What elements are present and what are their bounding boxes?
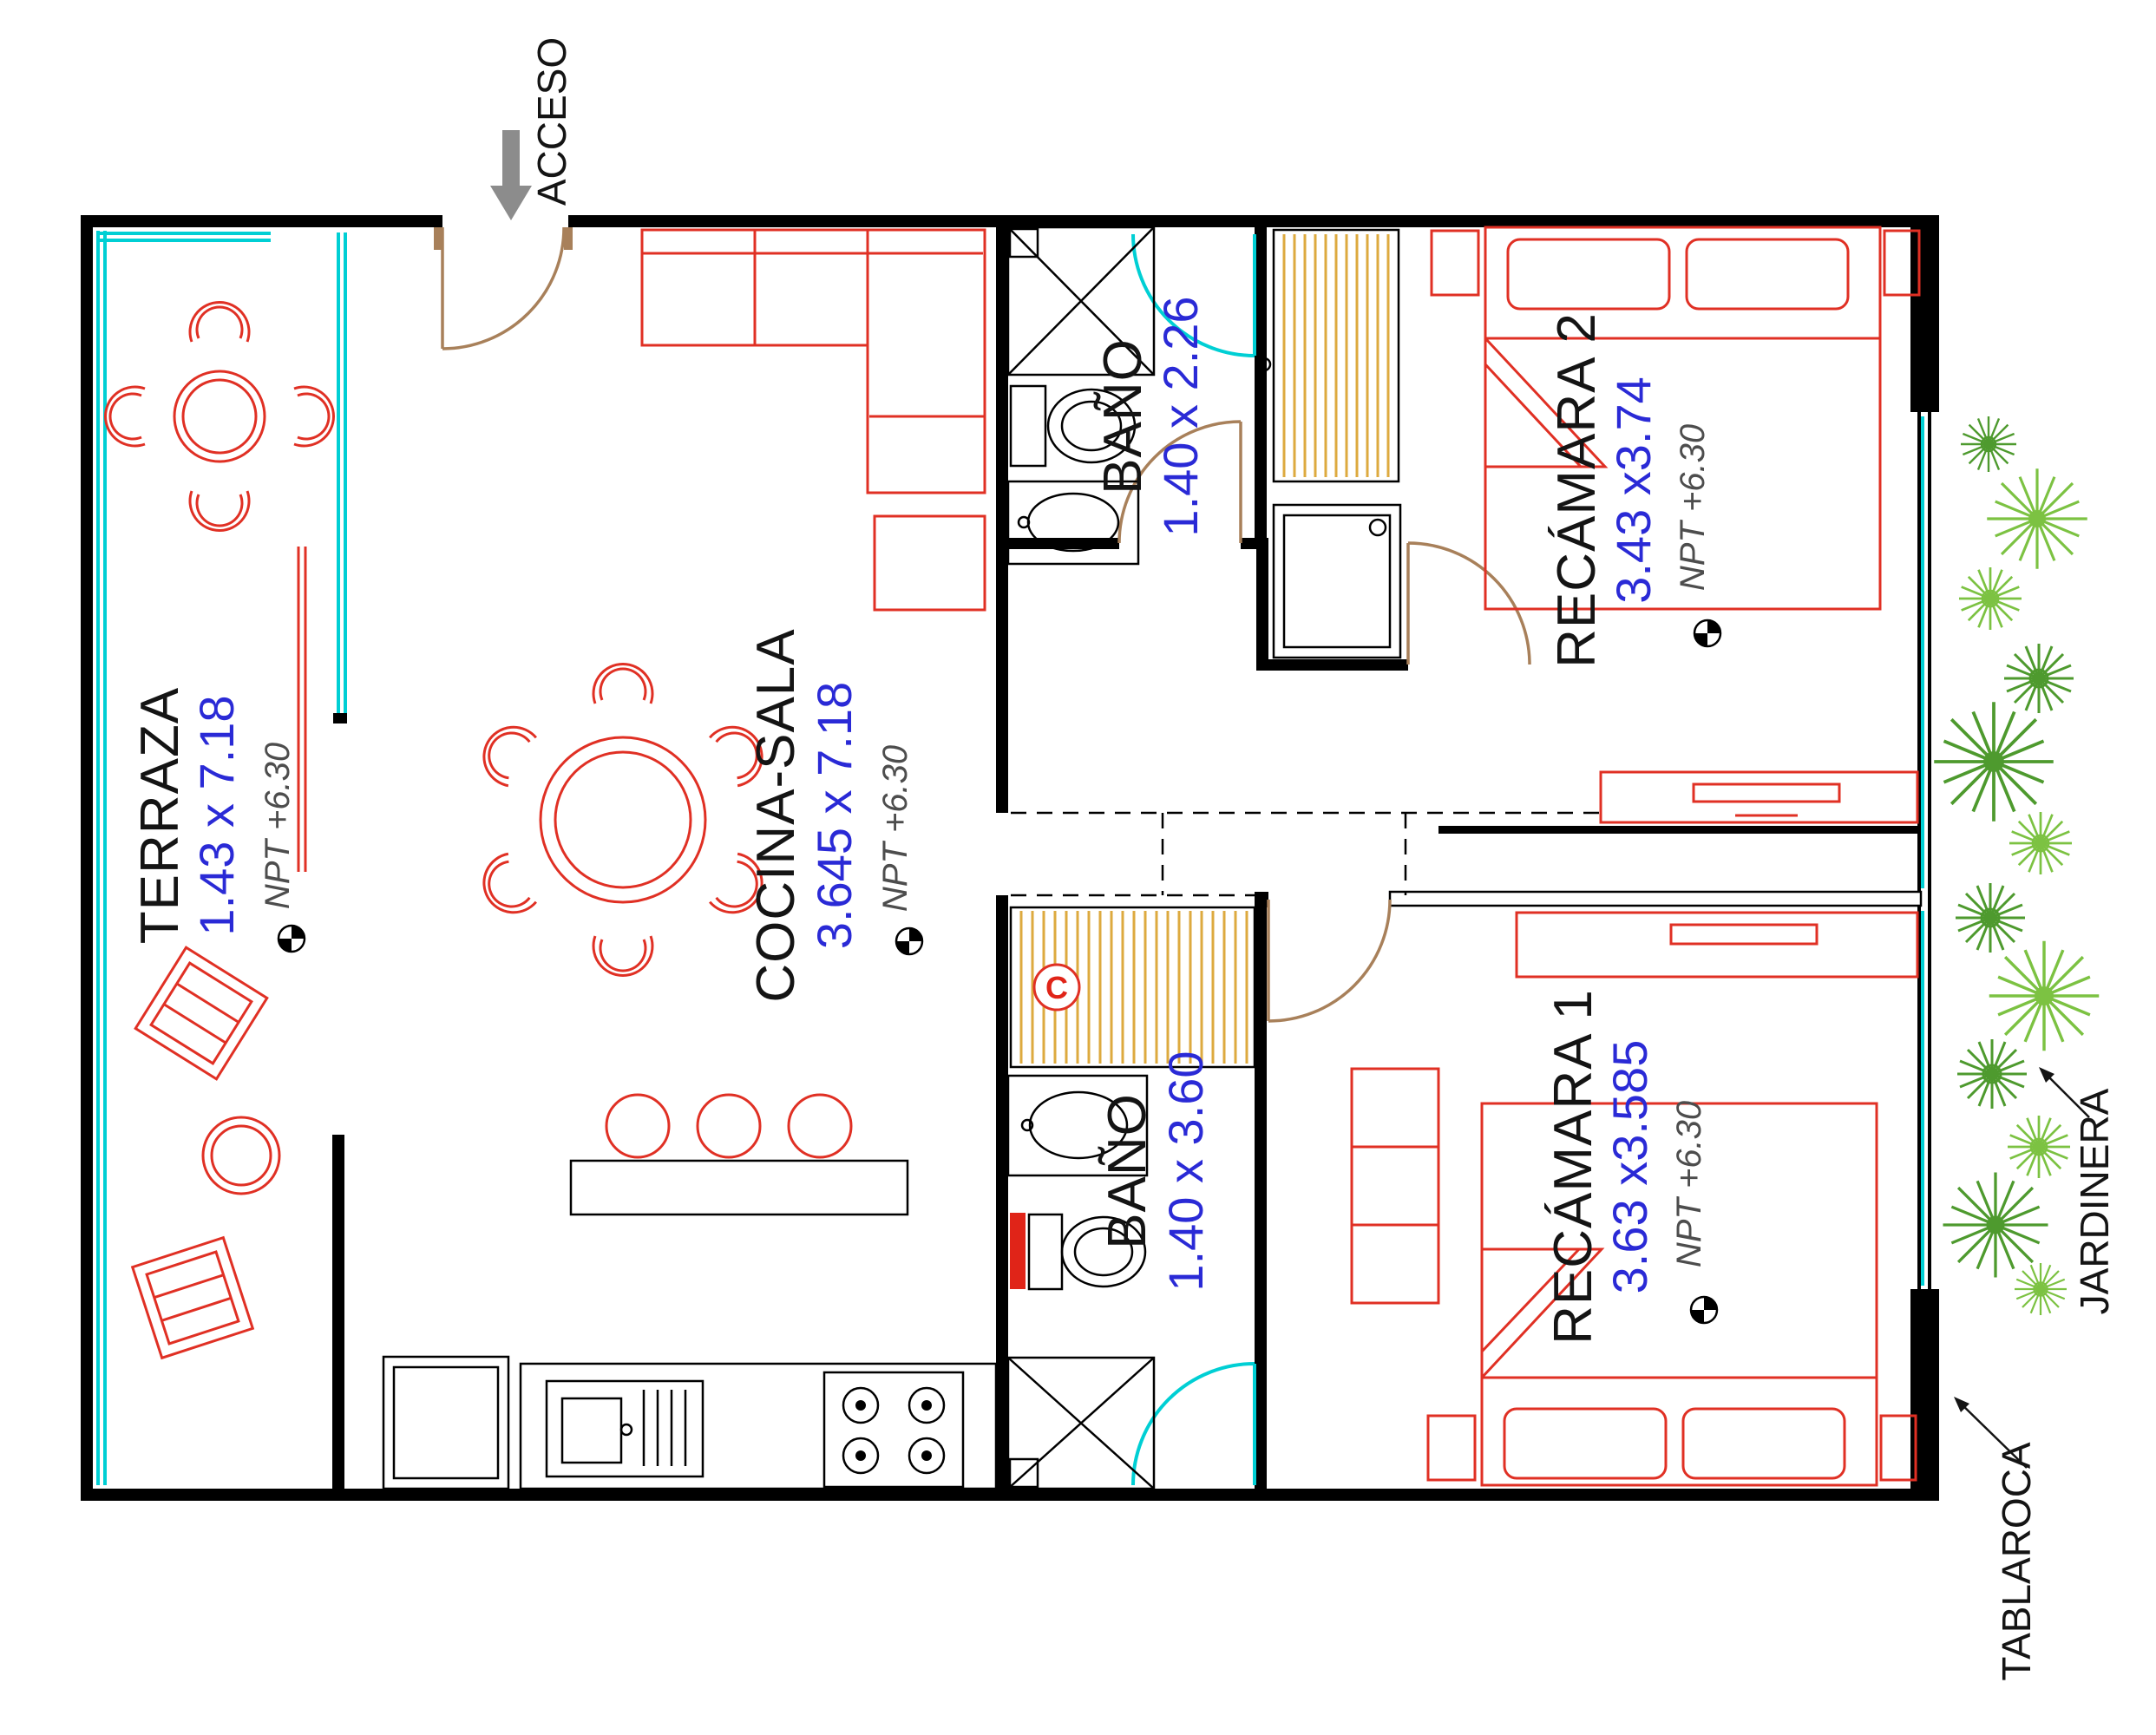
terrace-window-top bbox=[97, 232, 271, 242]
bathroom-bottom-fixtures bbox=[1006, 1074, 1156, 1490]
bedroom-2-furniture bbox=[1272, 226, 1921, 824]
cocina-sala-dims: 3.645 x 7.18 bbox=[807, 682, 862, 949]
terraza-dims: 1.43 x 7.18 bbox=[189, 695, 244, 935]
jardinera-leader bbox=[2039, 1067, 2090, 1118]
acceso-label: ACCESO bbox=[529, 37, 574, 206]
terrace-window-left bbox=[96, 231, 107, 1485]
plant-icon bbox=[1956, 1038, 2028, 1110]
bano-inferior-label: BAÑO bbox=[1098, 1093, 1157, 1249]
sofa-icon bbox=[640, 228, 986, 612]
bathroom-top-fixtures bbox=[1006, 226, 1156, 566]
closet-tag-circle bbox=[1032, 963, 1081, 1012]
nightstand-icon bbox=[1883, 229, 1921, 297]
bano-superior-dims: 1.40 x 2.26 bbox=[1153, 296, 1208, 536]
plant-icon bbox=[1954, 881, 2027, 954]
recamara-2-npt: NPT +6.30 bbox=[1674, 424, 1712, 591]
bano-inferior-dims: 1.40 x 3.60 bbox=[1158, 1051, 1213, 1291]
bed-icon bbox=[1484, 226, 1882, 611]
npt-benchmark-icon bbox=[895, 926, 924, 956]
plant-icon bbox=[2006, 1114, 2072, 1180]
bar-counter bbox=[569, 1159, 909, 1216]
npt-benchmark-icon bbox=[1689, 1295, 1719, 1325]
terrace-furniture bbox=[104, 301, 335, 1359]
kitchen-sink-icon bbox=[545, 1379, 704, 1478]
plant-icon bbox=[1959, 415, 2018, 474]
annotations bbox=[490, 130, 2090, 1469]
windows bbox=[96, 231, 1924, 1486]
cocina-sala-npt: NPT +6.30 bbox=[876, 745, 914, 912]
bedroom-1-furniture bbox=[1350, 911, 1919, 1487]
terrace-rail bbox=[297, 547, 307, 872]
closet-vestidor: C bbox=[1009, 906, 1256, 1069]
plant-icon bbox=[1985, 467, 2089, 571]
doors bbox=[434, 226, 1531, 1023]
npt-benchmark-icon bbox=[1693, 619, 1722, 648]
nightstand-icon bbox=[1430, 229, 1480, 297]
shower-glass-door-top bbox=[1131, 233, 1256, 357]
plant-icon bbox=[1988, 940, 2100, 1052]
recamara-2-label: RECÁMARA 2 bbox=[1547, 312, 1607, 668]
desk-tv-icon bbox=[1515, 911, 1919, 979]
npt-benchmark-icon bbox=[277, 924, 306, 953]
side-table-icon bbox=[201, 1116, 281, 1195]
plant-icon bbox=[1941, 1170, 2050, 1280]
door-hinge-marker bbox=[1256, 357, 1272, 372]
labels: ACCESO TERRAZA 1.43 x 7.18 NPT +6.30 COC… bbox=[130, 37, 2117, 1681]
bathroom-top-door bbox=[1117, 420, 1242, 544]
plant-icon bbox=[1932, 700, 2055, 823]
cocina-sala-label: COCINA-SALA bbox=[746, 628, 806, 1002]
plant-icon bbox=[2008, 810, 2074, 876]
access-arrow-icon bbox=[490, 130, 532, 220]
plant-icon bbox=[2002, 642, 2075, 715]
corridor-dashed-lines bbox=[1011, 811, 1601, 897]
kitchen bbox=[382, 1093, 998, 1490]
terrace-glass-partition bbox=[337, 232, 347, 713]
wardrobe-icon bbox=[1350, 1067, 1440, 1305]
jardinera-label: JARDINERA bbox=[2072, 1088, 2117, 1314]
recamara-1-label: RECÁMARA 1 bbox=[1543, 989, 1603, 1345]
bed-icon bbox=[1480, 1102, 1878, 1487]
water-heater-icon bbox=[1272, 503, 1402, 659]
right-top-wall-block bbox=[1910, 215, 1939, 412]
kitchen-counter bbox=[519, 1362, 998, 1490]
terraza-npt: NPT +6.30 bbox=[259, 743, 297, 909]
shower-icon bbox=[1006, 1356, 1156, 1490]
closet-tag: C bbox=[1045, 970, 1068, 1005]
bar-stools bbox=[605, 1093, 853, 1159]
entrance-door bbox=[434, 226, 573, 350]
nightstand-icon bbox=[1426, 1414, 1477, 1482]
recamara-1-npt: NPT +6.30 bbox=[1670, 1101, 1708, 1267]
plant-icon bbox=[1957, 566, 2023, 632]
tablaroca-label: TABLAROCA bbox=[1994, 1442, 2039, 1681]
sink-icon bbox=[1006, 480, 1140, 566]
toilet-icon bbox=[1009, 384, 1137, 468]
bedroom-2-door bbox=[1406, 541, 1531, 665]
plant-icon bbox=[2013, 1261, 2068, 1317]
wall-heater-icon bbox=[1010, 1213, 1026, 1289]
shower-icon bbox=[1006, 226, 1156, 376]
walls bbox=[81, 215, 1939, 1501]
terrace-table-icon bbox=[104, 301, 335, 532]
tablaroca-partition bbox=[1388, 890, 1923, 907]
terraza-label: TERRAZA bbox=[130, 687, 190, 944]
recamara-1-dims: 3.63 x3.585 bbox=[1602, 1040, 1657, 1294]
closet-recamara-2 bbox=[1272, 228, 1400, 483]
nightstand-icon bbox=[1879, 1414, 1917, 1482]
shower-glass-door-bottom bbox=[1131, 1362, 1256, 1486]
stove-icon bbox=[822, 1371, 965, 1489]
toilet-icon bbox=[1027, 1213, 1147, 1291]
dining-set-icon bbox=[471, 663, 775, 977]
sink-icon bbox=[1006, 1074, 1149, 1177]
bano-superior-label: BAÑO bbox=[1093, 338, 1153, 494]
lounge-chair-icon bbox=[131, 1236, 254, 1359]
bedroom-1-door bbox=[1267, 899, 1392, 1023]
tv-console-icon bbox=[1599, 770, 1919, 824]
tablaroca-leader bbox=[1954, 1397, 2028, 1469]
lounge-chair-icon bbox=[134, 946, 269, 1081]
fridge-icon bbox=[382, 1355, 510, 1490]
recamara-2-dims: 3.43 x3.74 bbox=[1606, 376, 1661, 604]
